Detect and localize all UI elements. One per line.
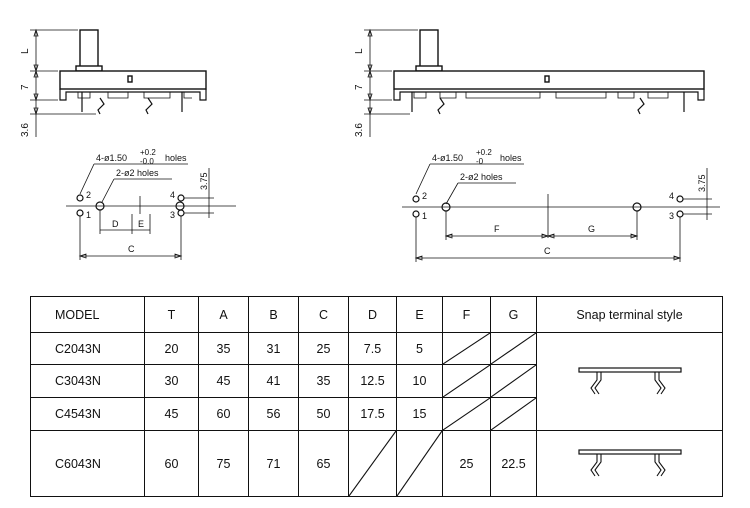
dim-C-right: C xyxy=(544,246,551,256)
cell-F-na xyxy=(442,332,491,365)
header-E: E xyxy=(396,296,443,333)
pin-2-right: 2 xyxy=(422,191,427,201)
holes-word-left: holes xyxy=(165,153,187,163)
cell-E: 10 xyxy=(396,364,443,398)
holes-note-left: 4-ø1.50 xyxy=(96,153,127,163)
cell-D: 12.5 xyxy=(348,364,397,398)
cell-model: C3043N xyxy=(30,364,145,398)
small-holes-note-right: 2-ø2 holes xyxy=(460,172,503,182)
pin-3-right: 3 xyxy=(669,211,674,221)
cell-D: 17.5 xyxy=(348,397,397,431)
holes-note-right: 4-ø1.50 xyxy=(432,153,463,163)
cell-B: 71 xyxy=(248,430,299,497)
header-G: G xyxy=(490,296,537,333)
cell-C: 35 xyxy=(298,364,349,398)
dim-D-left: D xyxy=(112,219,119,229)
holes-tol-minus-left: -0.0 xyxy=(140,157,154,166)
header-T: T xyxy=(144,296,199,333)
cell-D-na xyxy=(348,430,397,497)
table-row: C6043N 60 75 71 65 25 22.5 xyxy=(30,430,723,497)
cell-G-na xyxy=(490,397,537,431)
pin-4-right: 4 xyxy=(669,191,674,201)
footprint-right: 4-ø1.50 +0.2 -0 holes 2-ø2 holes 2 1 4 3… xyxy=(402,148,720,262)
svg-text:4-ø1.50: 4-ø1.50 xyxy=(96,153,127,163)
table-header-row: MODEL T A B C D E F G Snap terminal styl… xyxy=(30,296,723,333)
cell-T: 20 xyxy=(144,332,199,365)
header-model: MODEL xyxy=(30,296,145,333)
cell-A: 60 xyxy=(198,397,249,431)
header-C: C xyxy=(298,296,349,333)
pin-2-left: 2 xyxy=(86,190,91,200)
cell-model: C6043N xyxy=(30,430,145,497)
cell-model: C2043N xyxy=(30,332,145,365)
cell-F-na xyxy=(442,364,491,398)
cell-E-na xyxy=(396,430,443,497)
cell-B: 31 xyxy=(248,332,299,365)
header-snap-terminal: Snap terminal style xyxy=(536,296,723,333)
cell-B: 41 xyxy=(248,364,299,398)
cell-A: 45 xyxy=(198,364,249,398)
header-D: D xyxy=(348,296,397,333)
cell-D: 7.5 xyxy=(348,332,397,365)
pin-1-left: 1 xyxy=(86,210,91,220)
cell-A: 75 xyxy=(198,430,249,497)
cell-E: 15 xyxy=(396,397,443,431)
header-A: A xyxy=(198,296,249,333)
dim-7-label-right: 7 xyxy=(354,84,365,90)
holes-word-right: holes xyxy=(500,153,522,163)
footprint-left: 4-ø1.50 +0.2 -0.0 holes 2-ø2 holes 2 1 4… xyxy=(66,148,236,260)
cell-T: 45 xyxy=(144,397,199,431)
dim-E-left: E xyxy=(138,219,144,229)
dim-3-75-left: 3.75 xyxy=(199,172,209,190)
spec-table: MODEL T A B C D E F G Snap terminal styl… xyxy=(30,296,723,497)
cell-model: C4543N xyxy=(30,397,145,431)
dim-C-left: C xyxy=(128,244,135,254)
cell-C: 50 xyxy=(298,397,349,431)
dim-G-right: G xyxy=(588,224,595,234)
technical-drawing: L 7 3.6 L 7 3.6 4-ø1.50 +0.2 -0.0 holes xyxy=(20,28,720,262)
table-row: C4543N 45 60 56 50 17.5 15 xyxy=(30,397,723,431)
dim-3-6-label-right: 3.6 xyxy=(354,123,365,137)
snap-terminal-icon xyxy=(577,366,682,394)
holes-tol-plus-left: +0.2 xyxy=(140,148,156,157)
header-F: F xyxy=(442,296,491,333)
cell-G-na xyxy=(490,332,537,365)
front-view-left: L 7 3.6 xyxy=(20,28,207,137)
cell-T: 30 xyxy=(144,364,199,398)
snap-terminal-cell-1 xyxy=(536,332,723,431)
dim-7-label: 7 xyxy=(20,84,31,90)
cell-F: 25 xyxy=(442,430,491,497)
cell-B: 56 xyxy=(248,397,299,431)
table-row: C3043N 30 45 41 35 12.5 10 xyxy=(30,364,723,398)
header-B: B xyxy=(248,296,299,333)
dim-L-label: L xyxy=(20,48,31,54)
cell-G-na xyxy=(490,364,537,398)
front-view-right: L 7 3.6 xyxy=(354,28,705,137)
pin-1-right: 1 xyxy=(422,211,427,221)
dim-3-75-right: 3.75 xyxy=(697,174,707,192)
table-row: C2043N 20 35 31 25 7.5 5 xyxy=(30,332,723,431)
cell-E: 5 xyxy=(396,332,443,365)
cell-C: 65 xyxy=(298,430,349,497)
holes-tol-minus-right: -0 xyxy=(476,157,484,166)
dim-3-6-label: 3.6 xyxy=(20,123,31,137)
cell-C: 25 xyxy=(298,332,349,365)
pin-4-left: 4 xyxy=(170,190,175,200)
snap-terminal-icon xyxy=(577,448,682,476)
snap-terminal-cell-2 xyxy=(536,430,723,497)
small-holes-note-left: 2-ø2 holes xyxy=(116,168,159,178)
dim-L-label-right: L xyxy=(354,48,365,54)
holes-tol-plus-right: +0.2 xyxy=(476,148,492,157)
cell-F-na xyxy=(442,397,491,431)
pin-3-left: 3 xyxy=(170,210,175,220)
cell-A: 35 xyxy=(198,332,249,365)
dim-F-right: F xyxy=(494,224,500,234)
cell-T: 60 xyxy=(144,430,199,497)
cell-G: 22.5 xyxy=(490,430,537,497)
